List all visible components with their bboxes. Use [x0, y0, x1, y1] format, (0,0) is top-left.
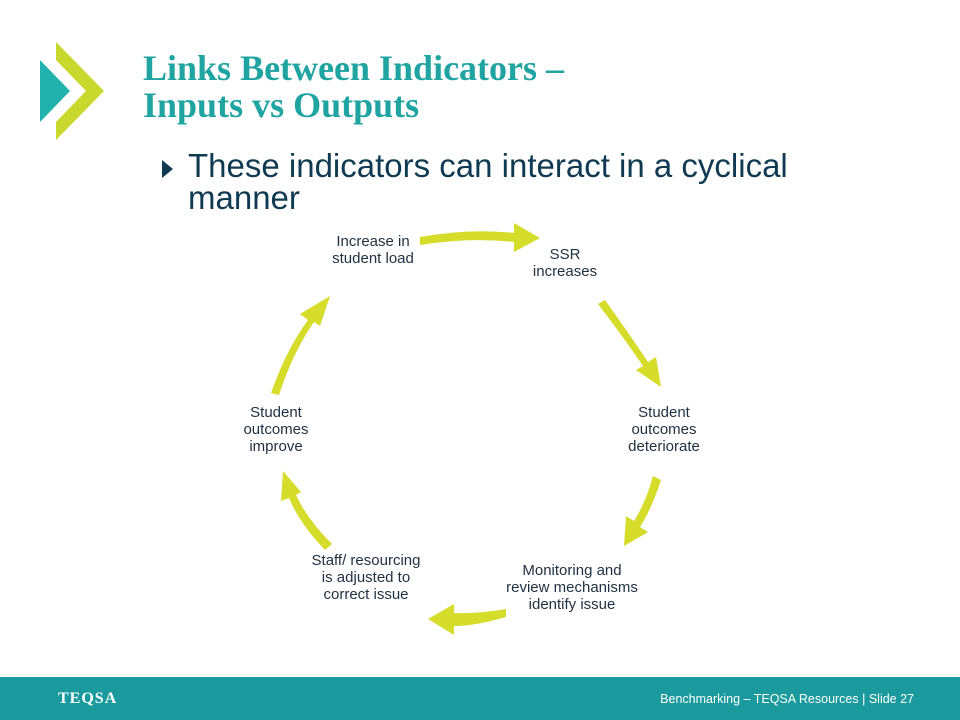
cycle-node-staff-adjusted: Staff/ resourcing is adjusted to correct… [311, 552, 421, 603]
triangle-bullet-icon [162, 160, 173, 178]
slide-title-line-2: Inputs vs Outputs [143, 85, 420, 125]
slide-title-line-1: Links Between Indicators – [143, 48, 565, 88]
cycle-arrows [271, 223, 661, 635]
teqsa-footer-logo: TEQSA [58, 690, 118, 707]
footer-bar: TEQSA Benchmarking – TEQSA Resources | S… [0, 677, 960, 720]
arrow-n5-to-n6 [281, 471, 332, 550]
cycle-node-outcomes-deteriorate: Student outcomes deteriorate [628, 404, 700, 455]
footer-slide-info: Benchmarking – TEQSA Resources | Slide 2… [660, 692, 914, 706]
logo-teal-chevron [40, 60, 70, 122]
slide-title: Links Between Indicators – Inputs vs Out… [143, 50, 564, 124]
arrow-n6-to-n1 [271, 296, 330, 395]
cycle-node-increase-student-load: Increase in student load [332, 233, 414, 267]
bullet-item: These indicators can interact in a cycli… [160, 147, 880, 216]
bullet-text: These indicators can interact in a cycli… [188, 147, 788, 216]
cycle-node-monitoring-identify: Monitoring and review mechanisms identif… [506, 562, 638, 613]
arrow-n1-to-n2 [420, 223, 540, 252]
cycle-node-ssr-increases: SSR increases [532, 246, 598, 280]
arrow-n4-to-n5 [428, 604, 506, 635]
logo-green-chevron [56, 42, 104, 140]
arrow-n3-to-n4 [624, 476, 661, 546]
teqsa-chevron-logo [40, 42, 104, 140]
cycle-node-outcomes-improve: Student outcomes improve [243, 404, 309, 455]
arrow-n2-to-n3 [598, 300, 661, 387]
